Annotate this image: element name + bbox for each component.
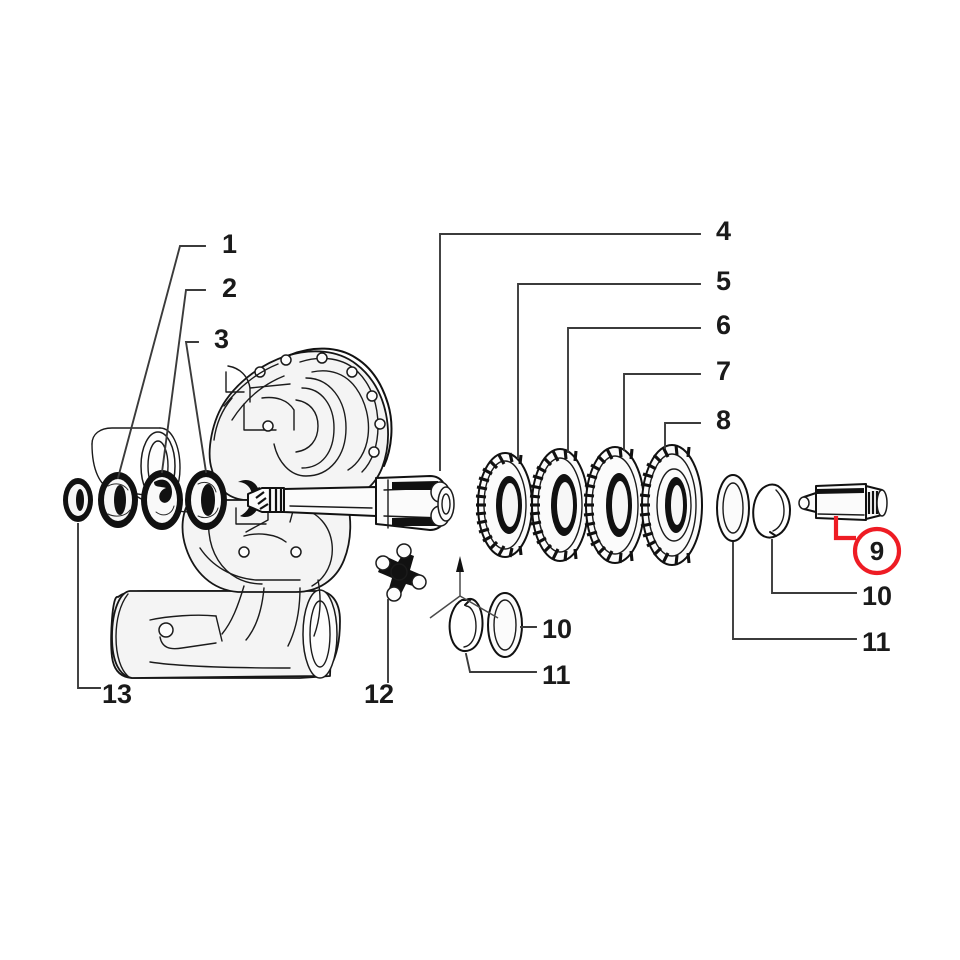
arrowhead-up [456, 556, 464, 572]
leader-11-center [464, 652, 537, 673]
callout-label-5: 5 [716, 266, 731, 296]
callout-label-2: 2 [222, 273, 237, 303]
callout-label-13: 13 [102, 679, 132, 709]
washer-ring-right-11 [716, 474, 750, 542]
highlight-leader-9 [833, 516, 856, 541]
callout-label-10-center: 10 [542, 614, 572, 644]
leader-13 [77, 523, 101, 689]
ring-3 [185, 470, 227, 530]
washer-ring-center-10 [487, 592, 523, 658]
leader-11-right [732, 542, 857, 640]
leader-6 [567, 327, 701, 453]
part-gearbox-housing [91, 347, 393, 647]
part-left-bearing-stack [63, 470, 260, 530]
callout-label-8: 8 [716, 405, 731, 435]
gear-7 [583, 446, 645, 564]
part-center-rings [448, 592, 523, 658]
leader-10-right [771, 539, 857, 594]
leader-5 [517, 283, 701, 459]
gear-6 [529, 448, 589, 562]
part-axle-housing-tube [110, 589, 341, 679]
callout-label-12: 12 [364, 679, 394, 709]
ring-1 [98, 472, 138, 528]
callout-label-9: 9 [870, 536, 884, 566]
leader-7 [623, 373, 701, 451]
callout-label-11-right: 11 [862, 627, 891, 657]
part-right-rings [716, 474, 791, 542]
callout-label-1: 1 [222, 229, 237, 259]
highlight-circle-9 [852, 526, 902, 576]
part-pin-shaft-9 [798, 483, 888, 521]
part-universal-joint-cross [375, 543, 427, 602]
part-drive-shaft [247, 475, 455, 531]
callout-label-11-center: 11 [542, 660, 571, 690]
callout-label-3: 3 [214, 324, 229, 354]
ring-13 [63, 478, 93, 522]
gear-8 [639, 444, 703, 566]
leader-branch-right [459, 595, 499, 619]
leader-lines [77, 233, 857, 689]
leader-1 [116, 245, 206, 480]
callout-label-4: 4 [716, 216, 731, 246]
leader-2 [160, 289, 206, 474]
leader-4 [439, 233, 701, 471]
leader-8 [664, 422, 701, 449]
callout-label-6: 6 [716, 310, 731, 340]
leader-3 [184, 341, 208, 474]
callout-label-7: 7 [716, 356, 731, 386]
shaft-splines [251, 487, 283, 511]
highlight-annotation-9 [833, 516, 902, 576]
part-gear-stack [475, 444, 703, 566]
gear-5 [475, 452, 533, 558]
snap-ring-right-10 [752, 483, 791, 539]
callout-label-10-right: 10 [862, 581, 892, 611]
ring-2 [141, 470, 183, 530]
callout-labels: 1 2 3 4 5 6 7 8 9 10 11 10 11 12 13 [102, 216, 892, 709]
